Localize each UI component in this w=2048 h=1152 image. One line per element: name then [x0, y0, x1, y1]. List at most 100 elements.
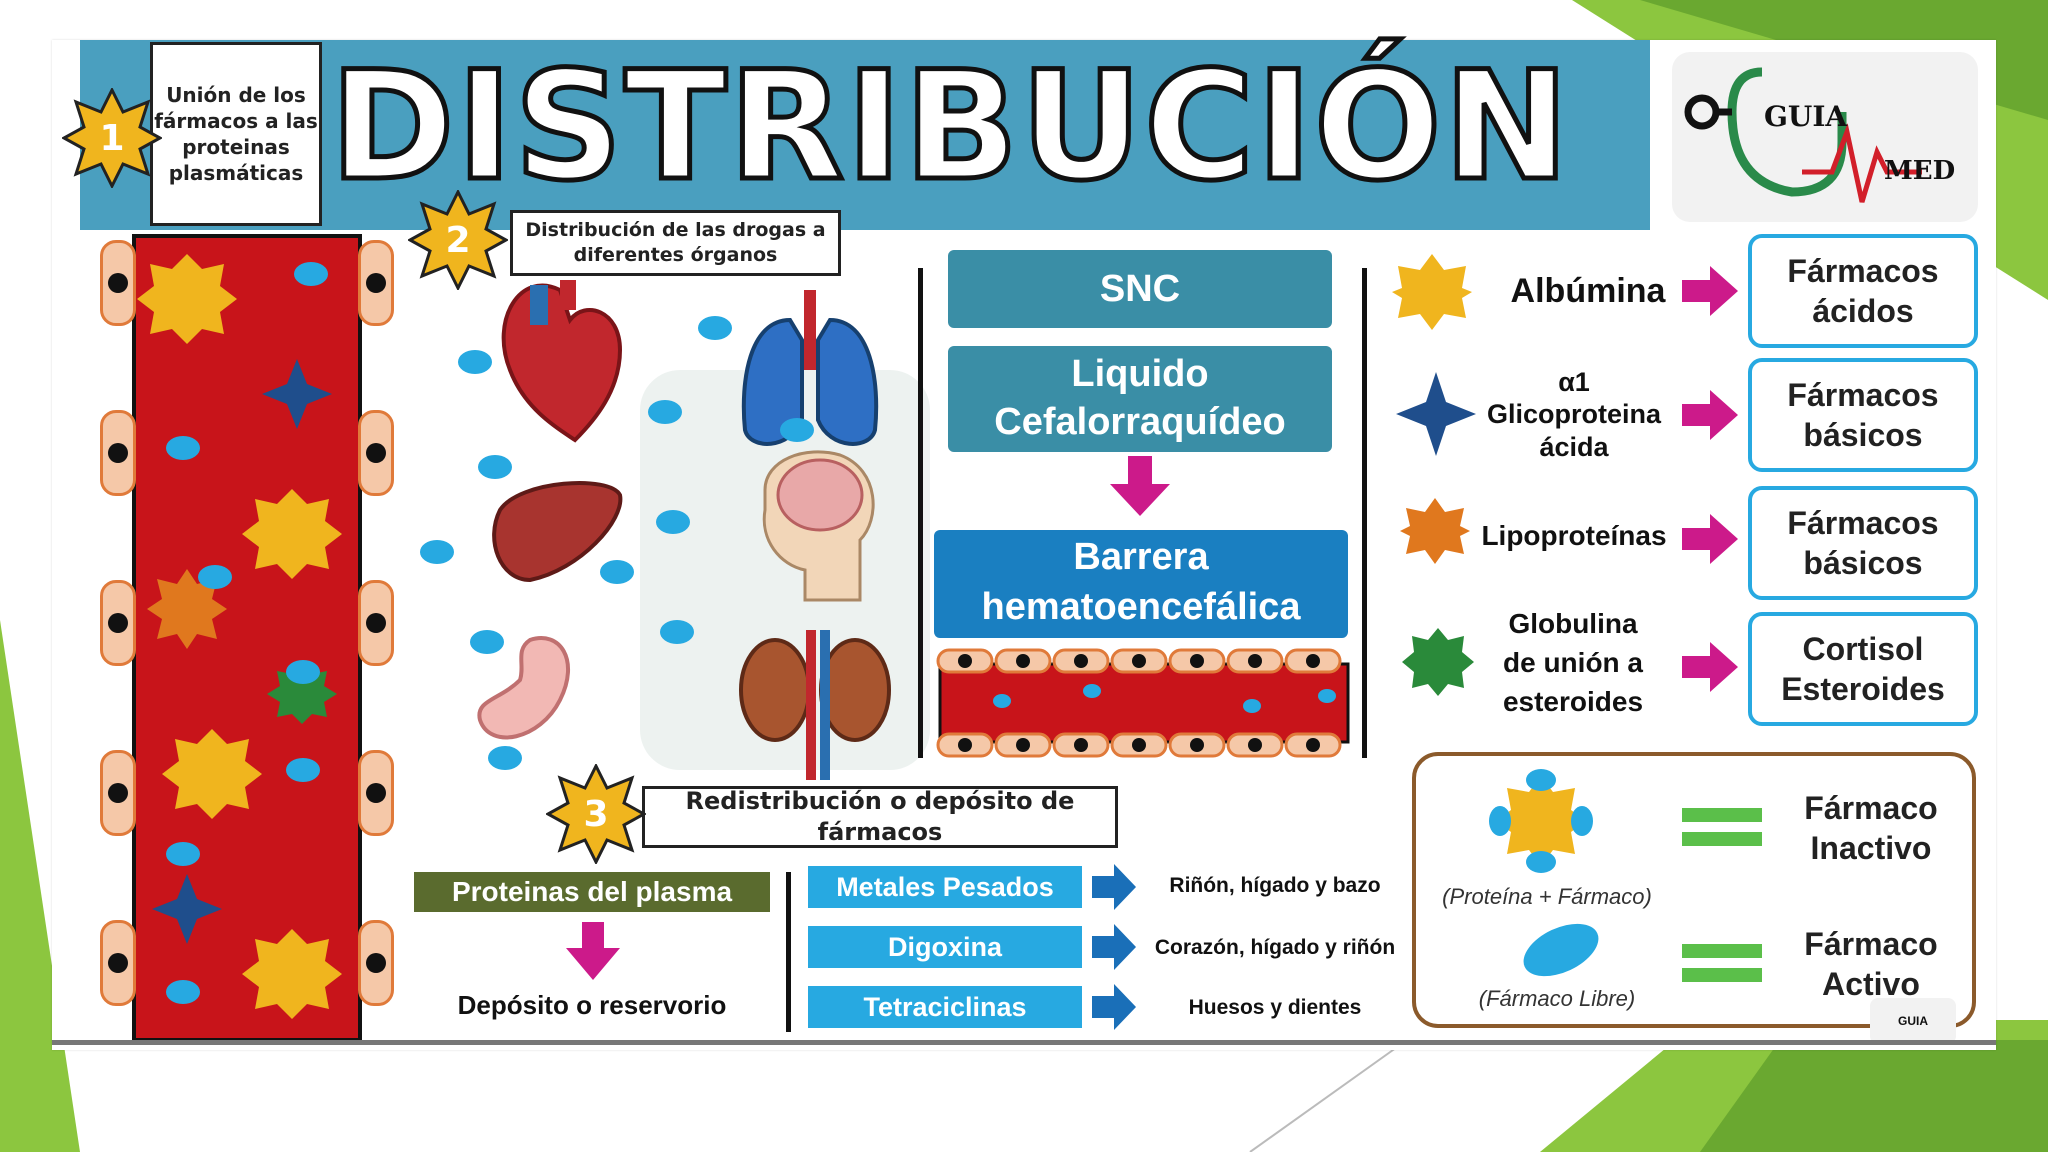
- right-arrow-icon: [1092, 984, 1136, 1030]
- bbb-label-line1: Barrera: [1073, 536, 1209, 578]
- liver-icon: [492, 481, 623, 583]
- card-bottom-rule: [52, 1040, 1996, 1045]
- organs-heavy-metals: Riñón, hígado y bazo: [1169, 874, 1381, 897]
- albumin-star-icon: [1392, 254, 1472, 330]
- equals-icon: [1682, 944, 1762, 958]
- glycoprotein-line3: ácida: [1539, 431, 1609, 462]
- endothelial-cell: [358, 580, 394, 666]
- logo-text-med: MED: [1884, 156, 1956, 186]
- free-drug-dot: [648, 400, 682, 424]
- drugs-basic-box-2: Fármacos básicos: [1748, 486, 1978, 600]
- albumin-icon: [242, 929, 342, 1019]
- snc-label: SNC: [1099, 268, 1181, 310]
- endothelial-cell: [100, 920, 136, 1006]
- free-drug-dot: [166, 842, 200, 866]
- logo-text-guia: GUIA: [1764, 100, 1848, 133]
- step3-badge: 3: [544, 762, 648, 866]
- free-drug-dot: [698, 316, 732, 340]
- down-arrow-icon: [1110, 456, 1170, 516]
- organs-digoxin: Corazón, hígado y riñón: [1154, 936, 1396, 959]
- cortisol-line2: Esteroides: [1781, 671, 1945, 707]
- organs-tetracyclines: Huesos y dientes: [1188, 996, 1362, 1019]
- albumin-icon: [137, 254, 237, 344]
- protein-globulin: Globulina de unión a esteroides: [1478, 604, 1668, 722]
- endothelial-cell: [358, 920, 394, 1006]
- step2-number: 2: [445, 219, 471, 261]
- endothelial-cell: [358, 750, 394, 836]
- mini-logo-text: GUIA: [1898, 1014, 1928, 1028]
- free-drug-dot: [660, 620, 694, 644]
- globulin-line1: Globulina: [1508, 608, 1638, 639]
- step2-note: Distribución de las drogas a diferentes …: [510, 210, 841, 276]
- step1-note: Unión de los fármacos a las proteinas pl…: [150, 42, 322, 226]
- vessel-proteins: [137, 254, 342, 1019]
- csf-box: Liquido Cefalorraquídeo: [948, 346, 1332, 452]
- glycoprotein-line2: Glicoproteina: [1486, 399, 1662, 430]
- free-drug-dot: [600, 560, 634, 584]
- legend-inactive: Fármaco Inactivo: [1786, 788, 1956, 868]
- equals-icon: [1682, 808, 1762, 822]
- free-drug-dot: [166, 980, 200, 1004]
- drugs-acid-line1: Fármacos: [1787, 253, 1939, 289]
- legend-box: [1412, 752, 1976, 1028]
- drug-tetracyclines: Tetraciclinas: [808, 986, 1082, 1028]
- drugs-basic2-line2: básicos: [1803, 545, 1923, 581]
- right-arrow-icon: [1682, 266, 1738, 316]
- free-drug-dot: [198, 565, 232, 589]
- legend-active: Fármaco Activo: [1786, 924, 1956, 1004]
- right-arrow-icon: [1682, 390, 1738, 440]
- legend-active-line2: Activo: [1822, 966, 1920, 1002]
- step1-badge: 1: [60, 86, 164, 190]
- protein-albumin: Albúmina: [1510, 272, 1666, 310]
- legend-inactive-line1: Fármaco: [1804, 790, 1938, 826]
- glycoprotein-star-icon: [1396, 372, 1476, 456]
- right-arrow-icon: [1092, 864, 1136, 910]
- capillary-barrier: [936, 648, 1350, 758]
- drug-digoxin: Digoxina: [808, 926, 1082, 968]
- star-badge-icon: [406, 188, 510, 292]
- bound-drug-icon: [1489, 769, 1593, 873]
- step2-label: Distribución de las drogas a diferentes …: [525, 219, 826, 266]
- bbb-box: Barrera hematoencefálica: [934, 530, 1348, 638]
- equals-icon: [1682, 832, 1762, 846]
- endothelial-cell: [358, 240, 394, 326]
- brain-head-icon: [762, 450, 875, 602]
- drugs-basic1-line2: básicos: [1803, 417, 1923, 453]
- down-arrow-icon: [566, 922, 620, 980]
- divider-left: [918, 268, 923, 758]
- step3-label: Redistribución o depósito de fármacos: [685, 786, 1075, 846]
- plasma-proteins-label: Proteinas del plasma: [451, 876, 733, 907]
- drugs-basic2-line1: Fármacos: [1787, 505, 1939, 541]
- star-badge-icon: [544, 762, 648, 866]
- protein-lipoprotein: Lipoproteínas: [1481, 520, 1667, 551]
- free-drug-dot: [470, 630, 504, 654]
- snc-box: SNC: [948, 250, 1332, 328]
- step3-note: Redistribución o depósito de fármacos: [642, 786, 1118, 848]
- step3-number: 3: [583, 793, 609, 835]
- page-title: DISTRIBUCIÓN: [327, 40, 1572, 214]
- lipoprotein-icon: [147, 569, 227, 649]
- csf-label-line2: Cefalorraquídeo: [994, 401, 1286, 443]
- endothelial-cell: [100, 580, 136, 666]
- drugs-acid-box: Fármacos ácidos: [1748, 234, 1978, 348]
- csf-label-line1: Liquido: [1071, 353, 1209, 395]
- free-drug-dot: [780, 418, 814, 442]
- endothelial-cell: [358, 410, 394, 496]
- legend-inactive-line2: Inactivo: [1810, 830, 1932, 866]
- organs-illustration: [477, 280, 891, 780]
- free-drug-dot: [286, 758, 320, 782]
- step1-label: Unión de los fármacos a las proteinas pl…: [154, 83, 318, 185]
- free-drug-dot: [294, 262, 328, 286]
- free-drug-dot: [478, 455, 512, 479]
- drugs-acid-line2: ácidos: [1812, 293, 1914, 329]
- free-drug-dot: [488, 746, 522, 770]
- right-arrow-icon: [1092, 924, 1136, 970]
- glycoprotein-icon: [262, 359, 332, 429]
- albumin-icon: [242, 489, 342, 579]
- globulin-line2: de unión a: [1503, 647, 1643, 679]
- albumin-icon: [162, 729, 262, 819]
- endothelial-cell: [100, 240, 136, 326]
- globulin-line3: esteroides: [1502, 686, 1644, 718]
